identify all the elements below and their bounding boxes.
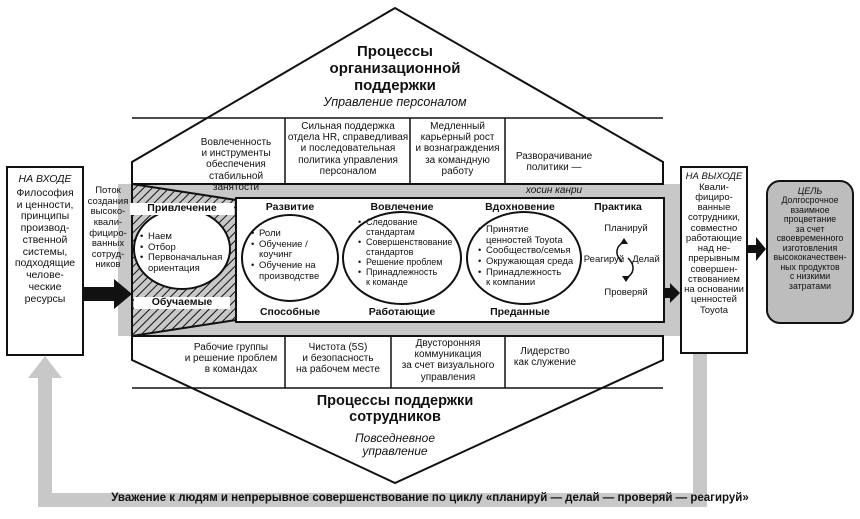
output-label: НА ВЫХОДЕ <box>685 171 743 182</box>
funnel-item: Первоначальная ориентация <box>140 252 240 274</box>
stage-title-engage: Вовлечение <box>370 201 434 213</box>
funnel-item: Отбор <box>140 242 240 254</box>
top-cell-4-italic: хосин канри <box>525 184 583 196</box>
top-pentagon <box>131 6 664 185</box>
list-item: Обучение / коучинг <box>251 239 339 261</box>
funnel-bottom-label: Обучаемые <box>134 296 230 309</box>
stage-list-inspire: Принятие ценностей Toyota Сообщество/сем… <box>478 224 578 289</box>
goal-box: ЦЕЛЬ Долгосрочное взаимное процветание з… <box>766 180 854 324</box>
stage-title-develop: Развитие <box>265 201 315 213</box>
input-label: НА ВХОДЕ <box>18 173 72 185</box>
stage-title-inspire: Вдохновение <box>485 201 555 213</box>
stage-bottom-engage: Работающие <box>368 306 436 318</box>
stage-bottom-develop: Способные <box>259 306 321 318</box>
footer-text: Уважение к людям и непрерывное совершенс… <box>111 492 749 504</box>
funnel-top-label: Привлечение <box>130 202 234 215</box>
stage-bottom-inspire: Преданные <box>490 306 550 318</box>
list-item: Сообщество/семья <box>478 246 578 257</box>
top-cell-4-text: Разворачивание политики — <box>515 151 593 174</box>
stage-list-develop: Роли Обучение / коучинг Обучение на прои… <box>251 228 339 282</box>
goal-text: Долгосрочное взаимное процветание за сче… <box>773 195 847 291</box>
bottom-cell-4: Лидерство как служение <box>513 346 577 369</box>
stage-list-engage: Следование стандартам Совершенствование … <box>358 217 462 288</box>
practice-title: Практика <box>594 201 642 213</box>
bottom-subtitle: Повседневное управление <box>354 431 436 459</box>
list-item: Совершенствование стандартов <box>358 237 462 257</box>
funnel-item: Наем <box>140 231 240 243</box>
bottom-cell-3: Двусторонняя коммуникация за счет визуал… <box>401 338 495 383</box>
list-item: Принадлежность к команде <box>358 267 462 287</box>
pdca-plan: Планируй <box>604 223 648 234</box>
pdca-check: Проверяй <box>604 287 648 298</box>
feedback-arrowhead <box>28 356 62 378</box>
list-item: Окружающая среда <box>478 256 578 268</box>
list-item: Следование стандартам <box>358 217 462 237</box>
bottom-pentagon <box>131 335 664 485</box>
input-arrow <box>84 279 132 309</box>
funnel-list: Наем Отбор Первоначальная ориентация <box>140 231 240 275</box>
top-cell-4: Разворачивание политики — хосин канри <box>505 140 603 196</box>
input-text: Философия и ценности, принципы производ-… <box>14 186 76 305</box>
feedback-loop <box>38 354 707 507</box>
pdca-react: Реагируй <box>583 254 625 265</box>
list-item: Принадлежность к компании <box>478 267 578 289</box>
list-item: Обучение на производстве <box>251 260 339 282</box>
top-title: Процессы организационной поддержки <box>329 43 461 94</box>
goal-label: ЦЕЛЬ <box>797 186 823 196</box>
pdca-do: Делай <box>632 254 660 265</box>
output-box: НА ВЫХОДЕ Квали- фициро- ванные сотрудни… <box>680 166 748 354</box>
top-cell-1: Вовлеченность и инструменты обеспечения … <box>200 137 272 193</box>
list-item: Принятие ценностей Toyota <box>478 224 578 246</box>
output-arrow <box>664 283 680 303</box>
list-item: Роли <box>251 228 339 240</box>
top-subtitle: Управление персоналом <box>323 95 467 109</box>
bottom-title: Процессы поддержки сотрудников <box>316 393 474 426</box>
flow-text: Поток создания высоко- квали- фициро- ва… <box>87 185 129 271</box>
bottom-cell-1: Рабочие группы и решение проблем в коман… <box>184 342 278 376</box>
goal-arrow <box>748 237 766 261</box>
output-text: Квали- фициро- ванные сотрудники, совмес… <box>684 181 744 316</box>
list-item: Решение проблем <box>358 257 462 267</box>
top-cell-2: Сильная поддержка отдела HR, справедлива… <box>287 121 409 177</box>
top-cell-3: Медленный карьерный рост и вознаграждени… <box>415 121 500 177</box>
input-box: НА ВХОДЕ Философия и ценности, принципы … <box>6 166 84 356</box>
bottom-cell-2: Чистота (5S) и безопасность на рабочем м… <box>296 342 380 376</box>
